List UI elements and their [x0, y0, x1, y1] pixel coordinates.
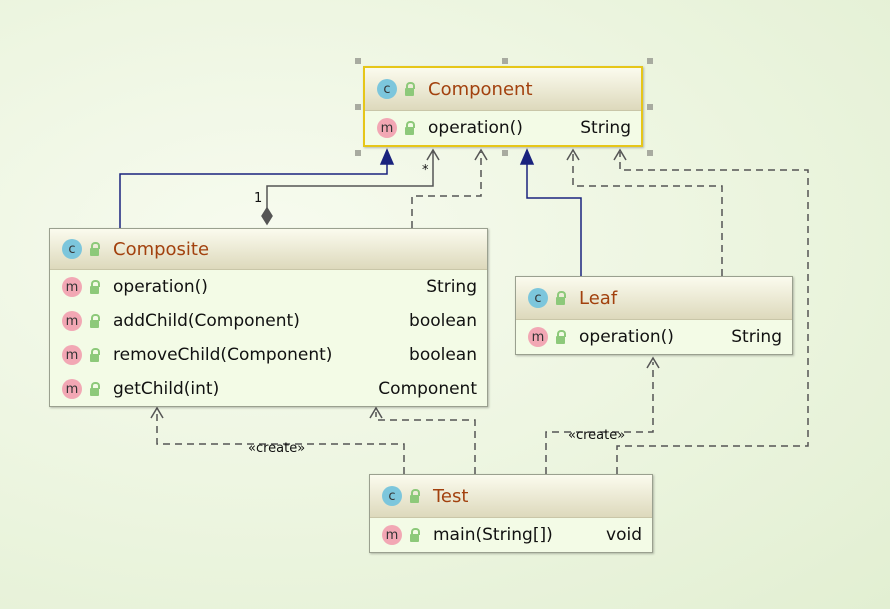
- method-icon: m: [62, 277, 82, 297]
- leaf-uses-component: [572, 152, 723, 276]
- aggregation-edge: [266, 148, 440, 216]
- composite-extends-component: [119, 162, 388, 228]
- test-creates-leaf: [545, 362, 654, 474]
- class-icon: c: [62, 239, 82, 259]
- multiplicity-many: *: [422, 163, 429, 178]
- method-icon: m: [62, 311, 82, 331]
- public-lock-icon: [90, 348, 100, 362]
- public-lock-icon: [405, 121, 415, 135]
- multiplicity-one: 1: [254, 191, 263, 206]
- method-icon: m: [62, 345, 82, 365]
- public-lock-icon: [405, 82, 415, 96]
- leaf-extends-component: [526, 162, 582, 276]
- class-icon: c: [377, 79, 397, 99]
- class-name: Composite: [113, 238, 210, 260]
- method-icon: m: [62, 379, 82, 399]
- test-uses-composite: [375, 412, 476, 474]
- create-label-leaf: «create»: [568, 428, 626, 443]
- public-lock-icon: [90, 314, 100, 328]
- public-lock-icon: [90, 242, 100, 256]
- class-icon: c: [528, 288, 548, 308]
- public-lock-icon: [90, 382, 100, 396]
- class-name: Test: [433, 485, 469, 507]
- public-lock-icon: [410, 489, 420, 503]
- public-lock-icon: [556, 330, 566, 344]
- composite-uses-component: [411, 152, 482, 228]
- test-creates-composite: [156, 412, 405, 474]
- method-icon: m: [377, 118, 397, 138]
- runnable-class-icon: c: [382, 486, 402, 506]
- public-lock-icon: [556, 291, 566, 305]
- create-label-composite: «create»: [248, 441, 306, 456]
- public-lock-icon: [90, 280, 100, 294]
- class-name: Component: [428, 78, 533, 100]
- test-uses-component: [616, 152, 809, 474]
- static-method-icon: m: [382, 525, 402, 545]
- class-name: Leaf: [579, 287, 618, 309]
- method-icon: m: [528, 327, 548, 347]
- public-lock-icon: [410, 528, 420, 542]
